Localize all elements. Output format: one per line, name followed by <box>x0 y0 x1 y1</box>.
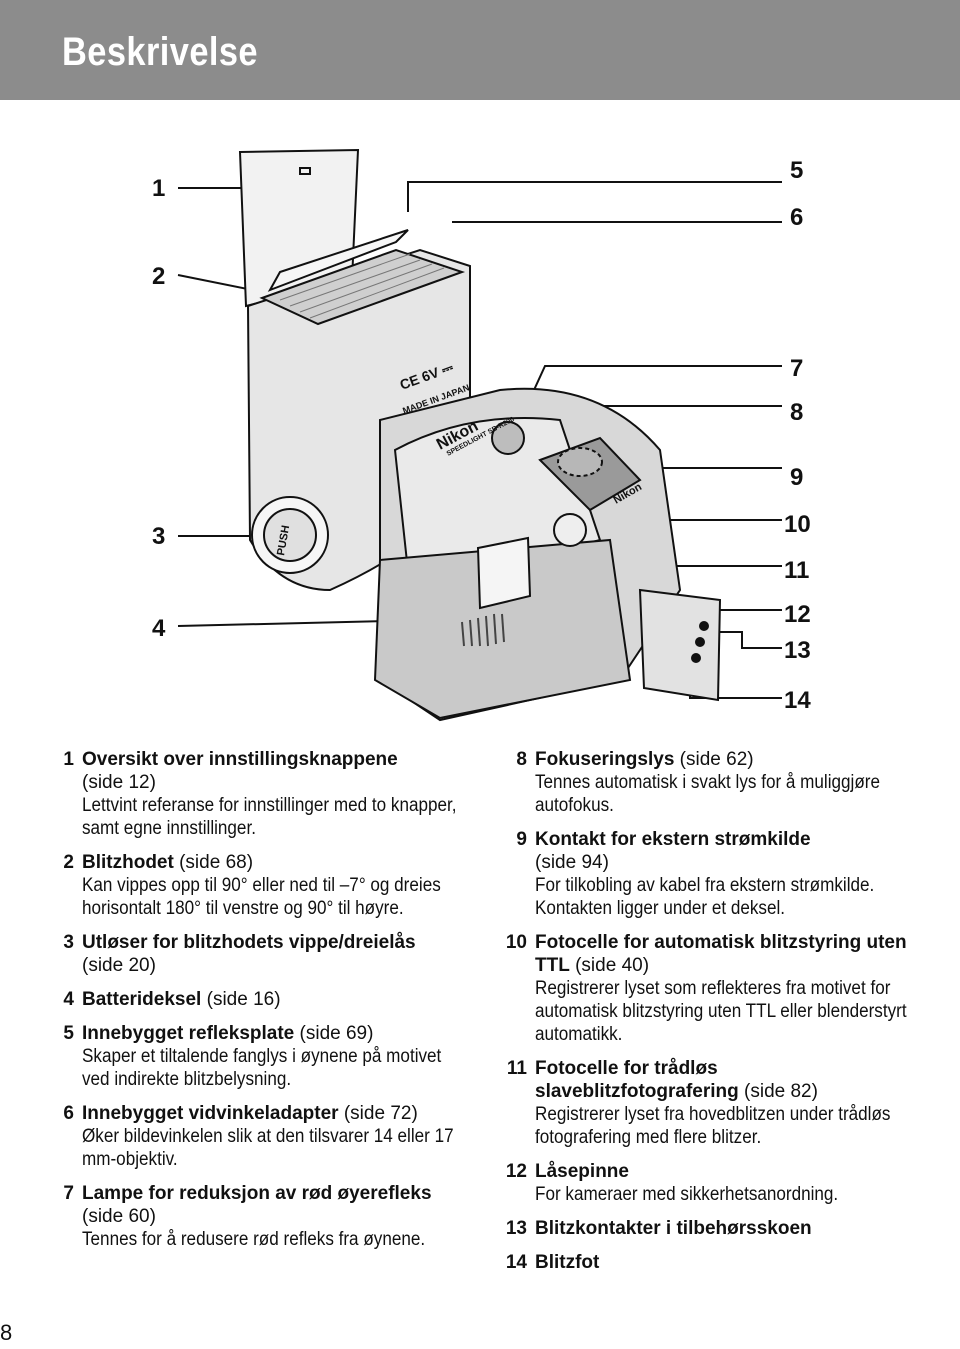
list-item: 6 Innebygget vidvinkeladapter (side 72) … <box>58 1102 468 1171</box>
item-desc: Øker bildevinkelen slik at den tilsvarer… <box>82 1126 454 1170</box>
callout-14: 14 <box>784 687 811 714</box>
callout-1: 1 <box>152 175 165 202</box>
item-ref: (side 82) <box>744 1081 818 1102</box>
page-title: Beskrivelse <box>62 30 258 74</box>
item-desc: For tilkobling av kabel fra ekstern strø… <box>535 875 875 919</box>
list-item: 7 Lampe for reduksjon av rød øyerefleks … <box>58 1182 468 1251</box>
item-title: Batterideksel <box>82 989 202 1010</box>
callout-10: 10 <box>784 511 811 538</box>
item-ref: (side 69) <box>299 1023 374 1044</box>
item-number: 8 <box>516 749 527 770</box>
list-item: 10 Fotocelle for automatisk blitzstyring… <box>495 931 915 1046</box>
item-desc: For kameraer med sikkerhetsanordning. <box>535 1184 839 1205</box>
item-title: Blitzkontakter i tilbehørsskoen <box>535 1218 812 1239</box>
item-ref: (side 94) <box>535 852 609 873</box>
callout-5: 5 <box>790 157 803 184</box>
callout-12: 12 <box>784 601 811 628</box>
item-title: Blitzhodet <box>82 852 174 873</box>
list-item: 14 Blitzfot <box>495 1251 915 1274</box>
item-ref: (side 40) <box>575 955 650 976</box>
item-number: 11 <box>506 1058 527 1079</box>
item-number: 9 <box>516 829 527 850</box>
item-number: 5 <box>63 1023 74 1044</box>
flash-diagram: CE 6V ⎓ MADE IN JAPAN Nikon SPEEDLIGHT S… <box>152 148 811 722</box>
item-number: 12 <box>505 1161 527 1182</box>
description-list-right: 8 Fokuseringslys (side 62) Tennes automa… <box>495 748 915 1285</box>
list-item: 5 Innebygget refleksplate (side 69) Skap… <box>58 1022 468 1091</box>
item-number: 10 <box>505 932 527 953</box>
push-label: PUSH <box>275 524 292 556</box>
item-ref: (side 72) <box>343 1103 418 1124</box>
item-title: Lampe for reduksjon av rød øyerefleks <box>82 1183 432 1204</box>
item-ref: (side 68) <box>179 852 254 873</box>
list-item: 2 Blitzhodet (side 68) Kan vippes opp ti… <box>58 851 468 920</box>
list-item: 13 Blitzkontakter i tilbehørsskoen <box>495 1217 915 1240</box>
item-title: Kontakt for ekstern strømkilde <box>535 829 811 850</box>
item-title: Innebygget refleksplate <box>82 1023 295 1044</box>
item-title: Fotocelle for trådløs slaveblitzfotograf… <box>535 1058 739 1102</box>
item-ref: (side 20) <box>82 955 156 976</box>
callout-8: 8 <box>790 399 803 426</box>
callout-2: 2 <box>152 263 165 290</box>
callout-6: 6 <box>790 204 803 231</box>
callout-3: 3 <box>152 523 165 550</box>
leader-5 <box>407 181 782 212</box>
description-list-left: 1 Oversikt over innstillingsknappene (si… <box>58 748 468 1262</box>
callout-7: 7 <box>790 355 803 382</box>
item-desc: Skaper et tiltalende fanglys i øynene på… <box>82 1046 442 1090</box>
item-title: Oversikt over innstillingsknappene <box>82 749 398 770</box>
item-desc: Tennes automatisk i svakt lys for å muli… <box>535 772 880 816</box>
list-item: 8 Fokuseringslys (side 62) Tennes automa… <box>495 748 915 817</box>
item-number: 2 <box>63 852 74 873</box>
item-ref: (side 62) <box>679 749 754 770</box>
list-item: 3 Utløser for blitzhodets vippe/dreielås… <box>58 931 468 977</box>
item-number: 1 <box>63 749 74 770</box>
item-desc: Tennes for å redusere rød refleks fra øy… <box>82 1229 426 1250</box>
item-title: Fotocelle for automatisk blitzstyring ut… <box>535 932 907 976</box>
item-number: 13 <box>505 1218 527 1239</box>
item-title: Låsepinne <box>535 1161 629 1182</box>
item-number: 4 <box>63 989 74 1010</box>
callout-13: 13 <box>784 637 811 664</box>
item-desc: Kan vippes opp til 90° eller ned til –7°… <box>82 875 441 919</box>
list-item: 11 Fotocelle for trådløs slaveblitzfotog… <box>495 1057 915 1149</box>
list-item: 4 Batterideksel (side 16) <box>58 988 468 1011</box>
leader-13 <box>720 631 782 649</box>
item-number: 3 <box>63 932 74 953</box>
item-title: Fokuseringslys <box>535 749 675 770</box>
callout-11: 11 <box>784 557 809 584</box>
flash-unit-illustration: CE 6V ⎓ MADE IN JAPAN Nikon SPEEDLIGHT S… <box>0 120 960 730</box>
item-desc: Registrerer lyset som reflekteres fra mo… <box>535 978 907 1045</box>
flash-body <box>373 387 722 722</box>
item-ref: (side 16) <box>206 989 281 1010</box>
item-ref: (side 60) <box>82 1206 156 1227</box>
page-number: 8 <box>0 1320 13 1345</box>
item-number: 7 <box>63 1183 74 1204</box>
page-header: Beskrivelse <box>0 0 960 100</box>
item-desc: Registrerer lyset fra hovedblitzen under… <box>535 1104 891 1148</box>
list-item: 1 Oversikt over innstillingsknappene (si… <box>58 748 468 840</box>
list-item: 12 Låsepinne For kameraer med sikkerhets… <box>495 1160 915 1206</box>
item-title: Utløser for blitzhodets vippe/dreielås <box>82 932 416 953</box>
item-ref: (side 12) <box>82 772 156 793</box>
item-desc: Lettvint referanse for innstillinger med… <box>82 795 457 839</box>
item-title: Blitzfot <box>535 1252 600 1273</box>
item-title: Innebygget vidvinkeladapter <box>82 1103 339 1124</box>
list-item: 9 Kontakt for ekstern strømkilde (side 9… <box>495 828 915 920</box>
callout-9: 9 <box>790 464 803 491</box>
callout-4: 4 <box>152 615 166 642</box>
item-number: 14 <box>505 1252 527 1273</box>
item-number: 6 <box>63 1103 74 1124</box>
